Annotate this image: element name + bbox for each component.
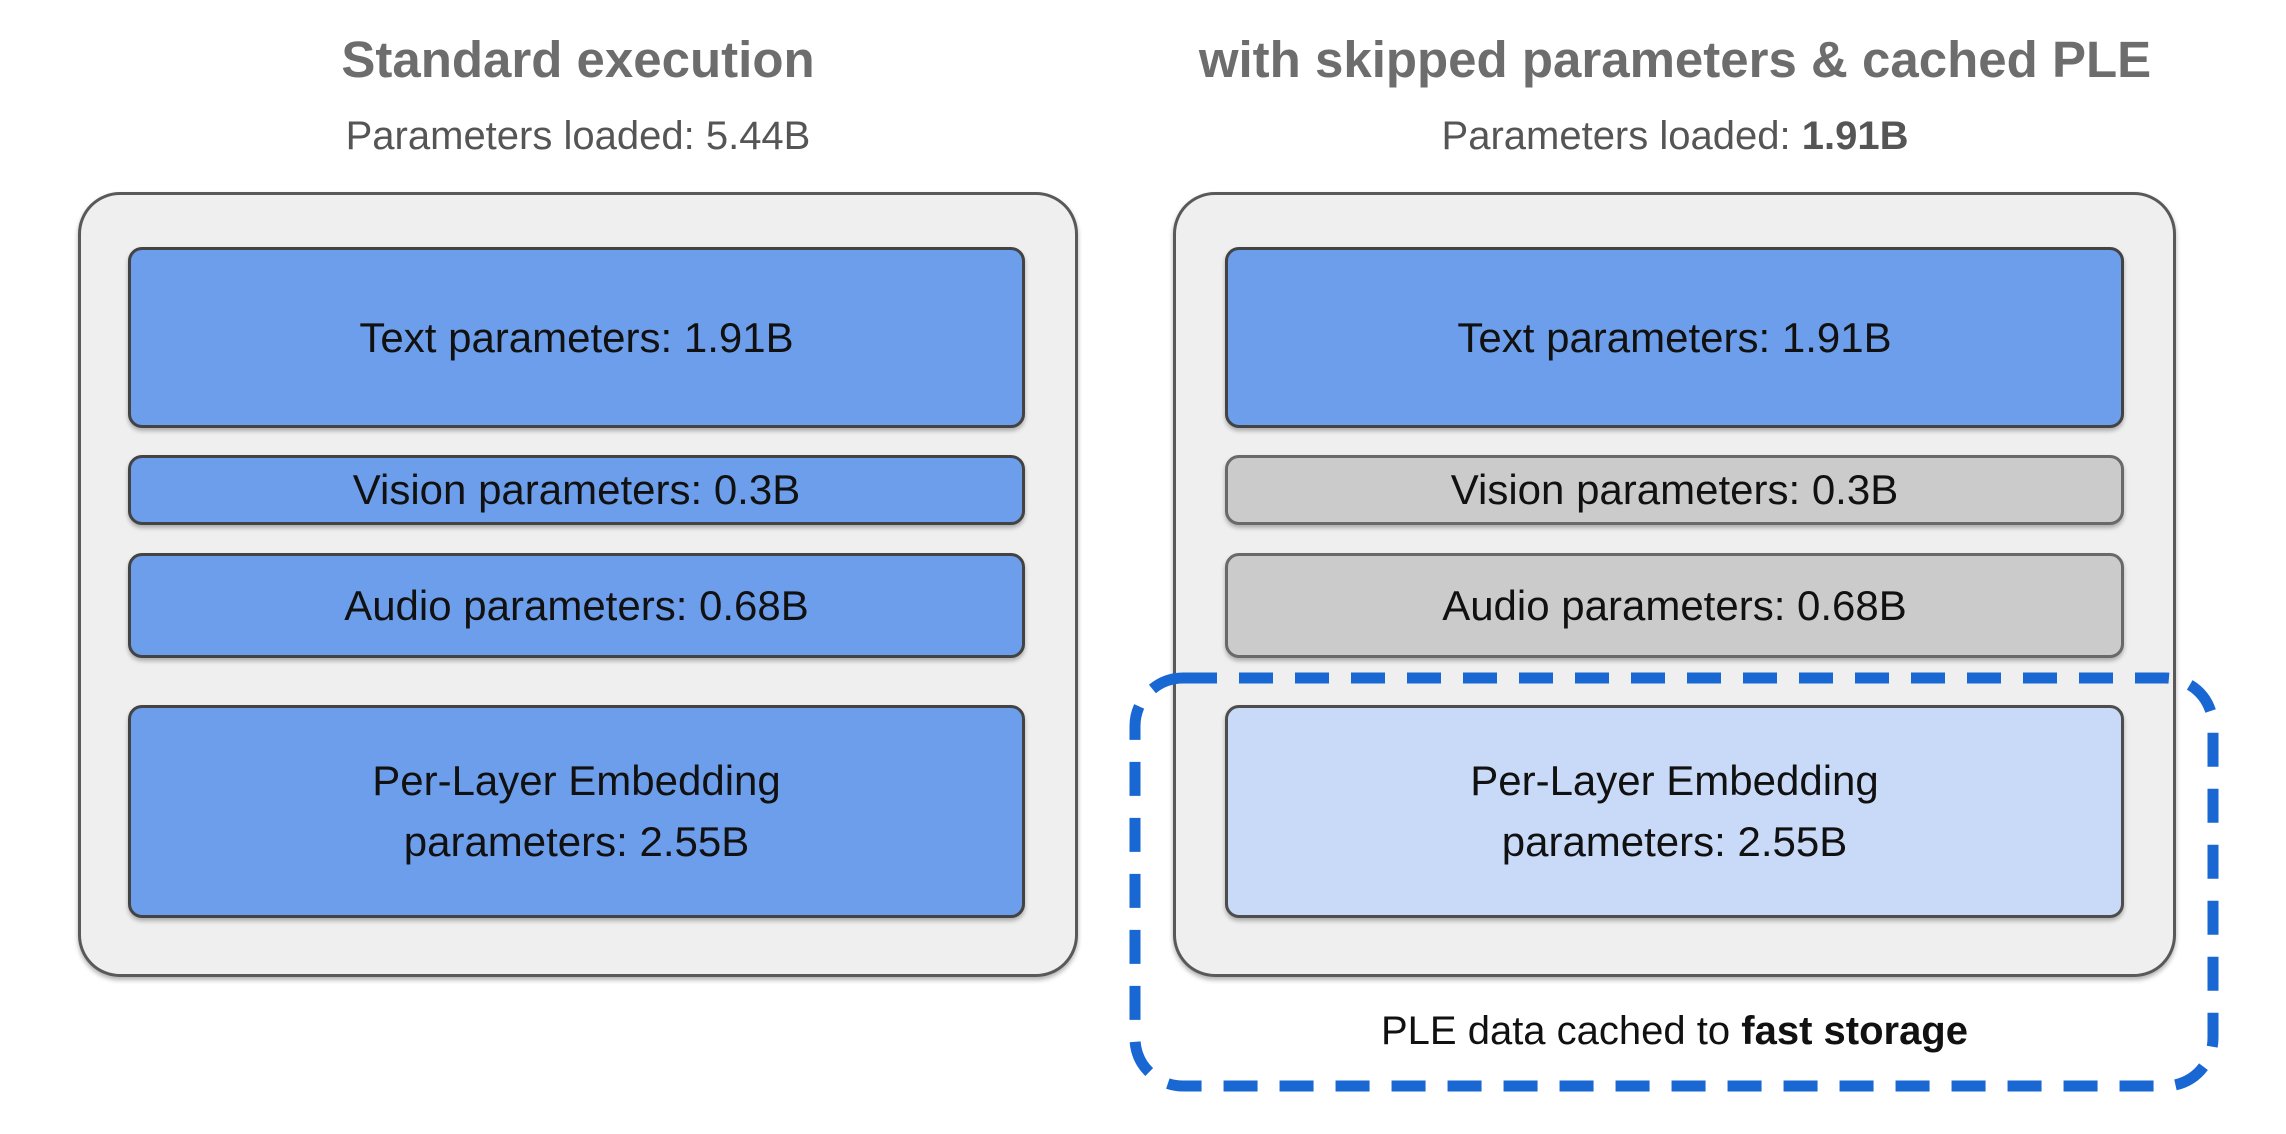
right-ple-parameters-box: Per-Layer Embedding parameters: 2.55B	[1225, 705, 2124, 918]
right-audio-parameters-label: Audio parameters: 0.68B	[1442, 581, 1907, 629]
right-vision-parameters-label: Vision parameters: 0.3B	[1450, 466, 1899, 513]
left-vision-parameters-box: Vision parameters: 0.3B	[128, 455, 1025, 525]
left-subtitle-value: 5.44B	[705, 114, 811, 158]
right-ple-parameters-label: Per-Layer Embedding parameters: 2.55B	[1470, 756, 1879, 865]
left-audio-parameters-box: Audio parameters: 0.68B	[128, 553, 1025, 658]
left-audio-parameters-label: Audio parameters: 0.68B	[344, 581, 809, 629]
right-subtitle-label: Parameters loaded:	[1441, 114, 1802, 158]
right-panel-subtitle: Parameters loaded: 1.91B	[1175, 110, 2175, 162]
left-ple-parameters-box: Per-Layer Embedding parameters: 2.55B	[128, 705, 1025, 918]
right-text-parameters-label: Text parameters: 1.91B	[1457, 313, 1892, 361]
right-audio-parameters-box: Audio parameters: 0.68B	[1225, 553, 2124, 658]
ple-cache-callout: PLE data cached to fast storage	[1135, 1006, 2214, 1056]
left-panel-subtitle: Parameters loaded: 5.44B	[78, 110, 1078, 162]
right-vision-parameters-box: Vision parameters: 0.3B	[1225, 455, 2124, 525]
left-text-parameters-label: Text parameters: 1.91B	[359, 313, 794, 361]
left-subtitle-label: Parameters loaded:	[345, 114, 706, 158]
right-subtitle-value: 1.91B	[1801, 114, 1909, 158]
left-vision-parameters-label: Vision parameters: 0.3B	[352, 466, 801, 513]
left-text-parameters-box: Text parameters: 1.91B	[128, 247, 1025, 428]
left-ple-parameters-label: Per-Layer Embedding parameters: 2.55B	[372, 756, 781, 865]
ple-cache-callout-prefix: PLE data cached to	[1380, 1009, 1742, 1053]
left-panel-title: Standard execution	[341, 31, 815, 88]
right-panel-title: with skipped parameters & cached PLE	[1198, 31, 2152, 88]
right-text-parameters-box: Text parameters: 1.91B	[1225, 247, 2124, 428]
ple-cache-callout-bold: fast storage	[1741, 1009, 1968, 1053]
